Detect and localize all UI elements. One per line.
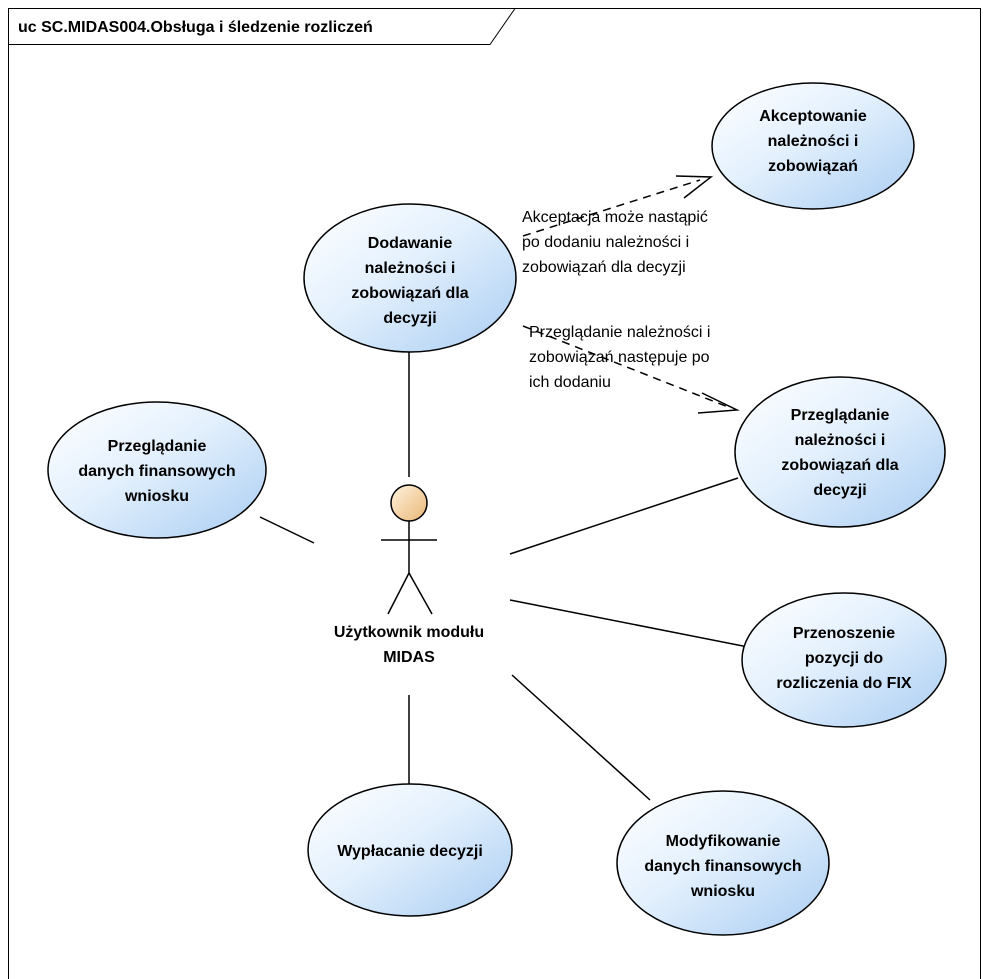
use-case-label-line: danych finansowych <box>644 858 801 875</box>
dependency-przegladanie: Przeglądanie należności i zobowiązań nas… <box>522 324 740 414</box>
actor-uzytkownik[interactable]: Użytkownik modułu MIDAS <box>334 484 484 666</box>
use-case-label-line: Przeglądanie <box>791 407 890 424</box>
use-case-modyfikowanie[interactable]: Modyfikowanie danych finansowych wniosku <box>616 790 830 936</box>
use-case-label-line: decyzji <box>813 482 866 499</box>
dependency-note-przegladanie-line-1: Przeglądanie należności i <box>529 324 710 341</box>
use-case-label-line: Modyfikowanie <box>666 833 781 850</box>
use-case-label-line: danych finansowych <box>78 463 235 480</box>
use-case-label-line: pozycji do <box>805 650 883 667</box>
diagram-title: uc SC.MIDAS004.Obsługa i śledzenie rozli… <box>18 19 373 36</box>
actor-label-line: Użytkownik modułu <box>334 624 484 641</box>
use-case-label-line: wniosku <box>690 883 755 900</box>
dependency-note-przegladanie-line-3: ich dodaniu <box>529 374 611 391</box>
use-case-przenoszenie[interactable]: Przenoszenie pozycji do rozliczenia do F… <box>741 592 947 728</box>
assoc-przenoszenie <box>509 599 749 648</box>
actor-head <box>390 484 428 522</box>
dependency-note-akceptacja-line-1: Akceptacja może nastąpić <box>522 209 708 226</box>
actor-label-line: MIDAS <box>383 649 435 666</box>
use-case-akceptowanie[interactable]: Akceptowanie należności i zobowiązań <box>711 82 915 210</box>
use-case-przegladanie-danych[interactable]: Przeglądanie danych finansowych wniosku <box>47 401 267 539</box>
assoc-modyfikowanie <box>511 674 651 801</box>
use-case-label-line: należności i <box>768 133 859 150</box>
associations <box>259 352 749 801</box>
dependency-note-przegladanie-line-2: zobowiązań następuje po <box>529 349 710 366</box>
assoc-przegladanie-naleznosci <box>509 477 739 555</box>
use-case-przegladanie-naleznosci[interactable]: Przeglądanie należności i zobowiązań dla… <box>734 376 946 528</box>
use-case-label-line: wniosku <box>124 488 189 505</box>
use-case-dodawanie[interactable]: Dodawanie należności i zobowiązań dla de… <box>303 203 517 353</box>
actor-leg-left <box>387 572 410 615</box>
dependency-note-akceptacja-line-3: zobowiązań dla decyzji <box>522 259 686 276</box>
assoc-przegladanie-danych <box>259 516 315 544</box>
use-case-label-line: należności i <box>365 260 456 277</box>
use-case-label-line: Wypłacanie decyzji <box>337 843 483 860</box>
dependency-note-akceptacja-line-2: po dodaniu należności i <box>522 234 689 251</box>
use-case-label-line: rozliczenia do FIX <box>776 675 911 692</box>
diagram-frame: uc SC.MIDAS004.Obsługa i śledzenie rozli… <box>8 8 981 979</box>
use-case-label-line: Przeglądanie <box>108 438 207 455</box>
use-case-label-line: zobowiązań dla <box>351 285 468 302</box>
use-case-label-line: należności i <box>795 432 886 449</box>
use-case-label-line: Przenoszenie <box>793 625 895 642</box>
use-case-wyplacanie[interactable]: Wypłacanie decyzji <box>307 783 513 917</box>
use-case-label-line: zobowiązań dla <box>781 457 898 474</box>
use-case-label-line: Akceptowanie <box>759 108 867 125</box>
use-case-label-line: decyzji <box>383 310 436 327</box>
dependency-akceptacja: Akceptacja może nastąpić po dodaniu nale… <box>522 175 714 276</box>
use-case-label-line: Dodawanie <box>368 235 453 252</box>
actor-leg-right <box>408 572 433 615</box>
use-case-label-line: zobowiązań <box>768 158 858 175</box>
